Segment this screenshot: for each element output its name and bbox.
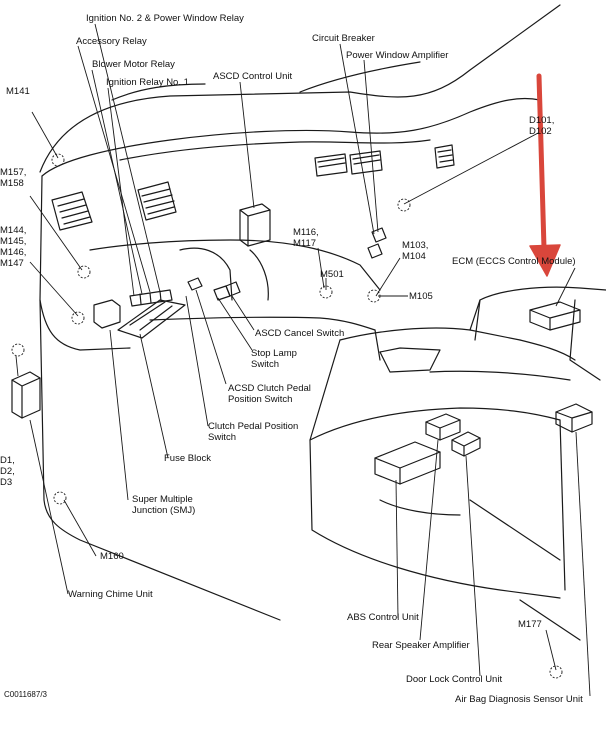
label-d01: D101, D102 <box>529 115 555 137</box>
connector-m177 <box>549 665 563 679</box>
connector-m160 <box>53 491 67 505</box>
relay-cluster <box>129 289 173 307</box>
label-m177: M177 <box>518 619 542 630</box>
red-arrow <box>529 73 561 277</box>
label-fuse-block: Fuse Block <box>164 453 211 464</box>
connector-m105 <box>367 289 381 303</box>
connector-d101 <box>397 198 411 212</box>
label-rear-speaker-amp: Rear Speaker Amplifier <box>372 640 470 651</box>
vent-center-left <box>137 181 177 221</box>
windshield-line-2 <box>111 83 206 101</box>
label-m160: M160 <box>100 551 124 562</box>
label-ign1-relay: Ignition Relay No. 1 <box>106 77 189 88</box>
connector-d1 <box>11 343 25 357</box>
label-acsd-clutch: ACSD Clutch Pedal Position Switch <box>228 383 311 405</box>
label-ascd-cancel: ASCD Cancel Switch <box>255 328 345 339</box>
vent-left <box>51 191 93 231</box>
label-warning-chime: Warning Chime Unit <box>68 589 153 600</box>
dashboard-top <box>41 97 541 177</box>
abs-box <box>374 441 441 485</box>
connector-m501 <box>319 285 333 299</box>
label-m501: M501 <box>320 269 344 280</box>
label-m105: M105 <box>409 291 433 302</box>
left-kick-panel <box>39 299 281 621</box>
figure-code: C0011687/3 <box>4 690 47 699</box>
console-top <box>339 327 521 341</box>
label-blower-relay: Blower Motor Relay <box>92 59 175 70</box>
label-m116: M116, M117 <box>293 227 319 249</box>
label-ecm: ECM (ECCS Control Module) <box>452 256 576 267</box>
fuse-block-shape <box>117 299 186 339</box>
label-ascd-control: ASCD Control Unit <box>213 71 293 82</box>
connector-m157 <box>77 265 91 279</box>
label-m103: M103, M104 <box>402 240 429 262</box>
label-accessory-relay: Accessory Relay <box>76 36 147 47</box>
chime-box <box>11 371 41 419</box>
label-power-window-amp: Power Window Amplifier <box>346 50 449 61</box>
windshield-line <box>39 4 561 173</box>
label-airbag-diag: Air Bag Diagnosis Sensor Unit <box>455 694 583 705</box>
label-m144: M144, M145, M146, M147 <box>0 225 27 269</box>
label-abs-control: ABS Control Unit <box>347 612 419 623</box>
label-stop-lamp: Stop Lamp Switch <box>251 348 297 370</box>
label-ign2-relay: Ignition No. 2 & Power Window Relay <box>86 13 244 24</box>
ascd-box <box>239 203 271 247</box>
label-m141: M141 <box>6 86 30 97</box>
vent-right <box>434 144 455 169</box>
connector-m141 <box>51 153 65 167</box>
vent-center <box>314 153 348 177</box>
label-clutch-pedal: Clutch Pedal Position Switch <box>208 421 299 443</box>
dash-lower <box>89 239 381 291</box>
label-m157: M157, M158 <box>0 167 27 189</box>
label-d1: D1, D2, D3 <box>0 455 15 488</box>
connector-m144 <box>71 311 85 325</box>
label-circuit-breaker: Circuit Breaker <box>312 33 375 44</box>
label-smj: Super Multiple Junction (SMJ) <box>132 494 196 516</box>
ecm-box <box>529 301 581 331</box>
label-door-lock: Door Lock Control Unit <box>406 674 503 685</box>
